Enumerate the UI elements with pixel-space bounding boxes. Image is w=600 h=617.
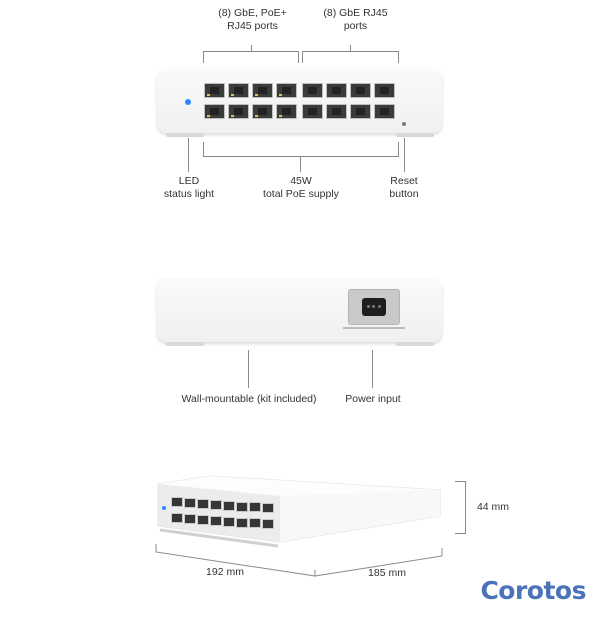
bracket-supply-right (398, 142, 399, 157)
pointer-wall-mount (248, 350, 249, 388)
label-height: 44 mm (476, 501, 510, 513)
label-led-status: LED status light (163, 175, 215, 200)
iso-rj45-port (210, 499, 222, 510)
rj45-port (374, 104, 395, 119)
rj45-port (204, 83, 225, 98)
led-status-light (185, 99, 191, 105)
pointer-power-input (372, 350, 373, 388)
iso-rj45-port (171, 497, 183, 507)
bracket-rj45-right (398, 51, 399, 63)
switch-isometric-device (157, 475, 441, 548)
iso-rj45-port (249, 502, 261, 513)
top-label-rj45-ports: (8) GbE RJ45 ports (323, 7, 388, 32)
device-foot (166, 342, 204, 346)
bracket-supply-left (203, 142, 204, 157)
height-tick-top (455, 481, 466, 482)
poe-port-led (207, 94, 210, 96)
iso-led-light (162, 506, 166, 510)
rj45-port (228, 104, 249, 119)
device-foot (166, 133, 204, 137)
iso-rj45-port (262, 519, 274, 530)
device-foot (396, 133, 434, 137)
rj45-port (374, 83, 395, 98)
height-dimension-line (465, 481, 466, 534)
label-poe-supply: 45W total PoE supply (263, 175, 339, 200)
iso-rj45-port (223, 516, 235, 527)
rj45-port (276, 104, 297, 119)
bracket-rj45-stem (350, 45, 351, 52)
power-plug-icon (362, 298, 386, 316)
label-depth: 185 mm (368, 567, 406, 579)
width-depth-dimension-lines (155, 544, 443, 577)
reset-button[interactable] (402, 122, 406, 126)
poe-port-led (279, 94, 282, 96)
top-label-poe-ports: (8) GbE, PoE+ RJ45 ports (218, 7, 287, 32)
label-power-input: Power input (345, 393, 401, 405)
iso-rj45-port (249, 518, 261, 529)
bracket-poe-stem (251, 45, 252, 52)
iso-rj45-port (197, 498, 209, 509)
iso-rj45-port (262, 503, 274, 514)
switch-front-device (157, 69, 442, 133)
iso-rj45-port (236, 517, 248, 528)
iso-rj45-port (171, 513, 183, 523)
corotos-logo: Corotos (480, 576, 586, 605)
rj45-port (326, 83, 347, 98)
poe-port-led (279, 115, 282, 117)
label-reset-button: Reset button (389, 175, 419, 200)
poe-port-led (231, 115, 234, 117)
rj45-port (350, 104, 371, 119)
label-wall-mount: Wall-mountable (kit included) (181, 393, 317, 405)
label-width: 192 mm (206, 566, 244, 578)
bracket-supply-stem (300, 156, 301, 172)
iso-rj45-port (184, 513, 196, 524)
pointer-reset (404, 138, 405, 172)
bracket-rj45-left (302, 51, 303, 63)
rj45-port (252, 104, 273, 119)
power-input-socket (348, 289, 400, 325)
rj45-port (350, 83, 371, 98)
rj45-port (204, 104, 225, 119)
iso-rj45-port (223, 500, 235, 511)
rj45-port (252, 83, 273, 98)
iso-rj45-port (210, 515, 222, 526)
power-rating-text (343, 327, 405, 329)
device-foot (396, 342, 434, 346)
bracket-poe-left (203, 51, 204, 63)
poe-port-led (255, 94, 258, 96)
bracket-poe-right (298, 51, 299, 63)
iso-rj45-port (197, 514, 209, 525)
height-tick-bottom (455, 533, 466, 534)
poe-port-led (231, 94, 234, 96)
rj45-port (228, 83, 249, 98)
poe-port-led (207, 115, 210, 117)
pointer-led (188, 138, 189, 172)
iso-rj45-port (184, 497, 196, 508)
rj45-port (326, 104, 347, 119)
iso-rj45-port (236, 501, 248, 512)
rj45-port (302, 104, 323, 119)
rj45-port (302, 83, 323, 98)
poe-port-led (255, 115, 258, 117)
rj45-port (276, 83, 297, 98)
